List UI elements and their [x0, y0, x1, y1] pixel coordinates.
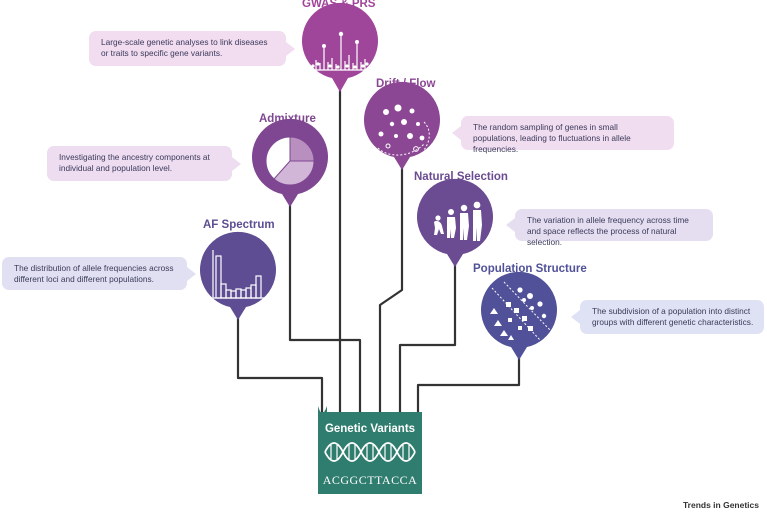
manhattan-plot-icon: [311, 31, 369, 71]
node-structure: [480, 271, 558, 360]
human-evolution-icon: [434, 201, 482, 241]
desc-selection: The variation in allele frequency across…: [527, 215, 689, 247]
connector-drift: [378, 166, 404, 422]
connector-lines: [236, 88, 521, 422]
gene-drift-icon: [377, 104, 430, 156]
bubble-structure: The subdivision of a population into dis…: [571, 300, 764, 334]
pie-chart-icon: [265, 136, 315, 186]
dna-helix-icon: [324, 442, 416, 462]
bubble-selection: The variation in allele frequency across…: [506, 209, 713, 247]
desc-gwas: Large-scale genetic analyses to link dis…: [101, 37, 268, 58]
journal-footer: Trends in Genetics: [682, 500, 759, 510]
population-clusters-icon: [490, 281, 551, 341]
dna-sequence: ACGGCTTACCA: [322, 473, 418, 487]
trunk-box: [318, 406, 422, 494]
node-selection: [417, 178, 493, 267]
title-drift: Drift / Flow: [376, 78, 436, 90]
node-gwas: [302, 2, 378, 92]
connector-afspectrum: [236, 316, 324, 422]
desc-admixture: Investigating the ancestry components at…: [59, 152, 210, 173]
desc-structure: The subdivision of a population into dis…: [592, 306, 754, 327]
title-gwas: GWAS & PRS: [302, 0, 376, 10]
bubble-drift: The random sampling of genes in small po…: [452, 116, 674, 154]
title-structure: Population Structure: [473, 263, 587, 275]
connector-selection: [398, 263, 457, 422]
title-selection: Natural Selection: [414, 171, 508, 183]
node-admixture: [251, 118, 329, 207]
connector-admixture: [288, 203, 362, 422]
bubble-gwas: Large-scale genetic analyses to link dis…: [89, 31, 295, 66]
trunk-title: Genetic Variants: [324, 423, 416, 435]
node-afspectrum: [200, 231, 276, 320]
histogram-icon: [212, 250, 266, 299]
bubble-afspectrum: The distribution of allele frequencies a…: [2, 257, 196, 290]
node-drift: [363, 81, 440, 170]
desc-afspectrum: The distribution of allele frequencies a…: [14, 263, 174, 284]
title-admixture: Admixture: [259, 113, 316, 125]
desc-drift: The random sampling of genes in small po…: [473, 122, 631, 154]
bubble-admixture: Investigating the ancestry components at…: [47, 146, 241, 181]
connector-structure: [416, 356, 521, 422]
title-afspectrum: AF Spectrum: [203, 219, 275, 231]
